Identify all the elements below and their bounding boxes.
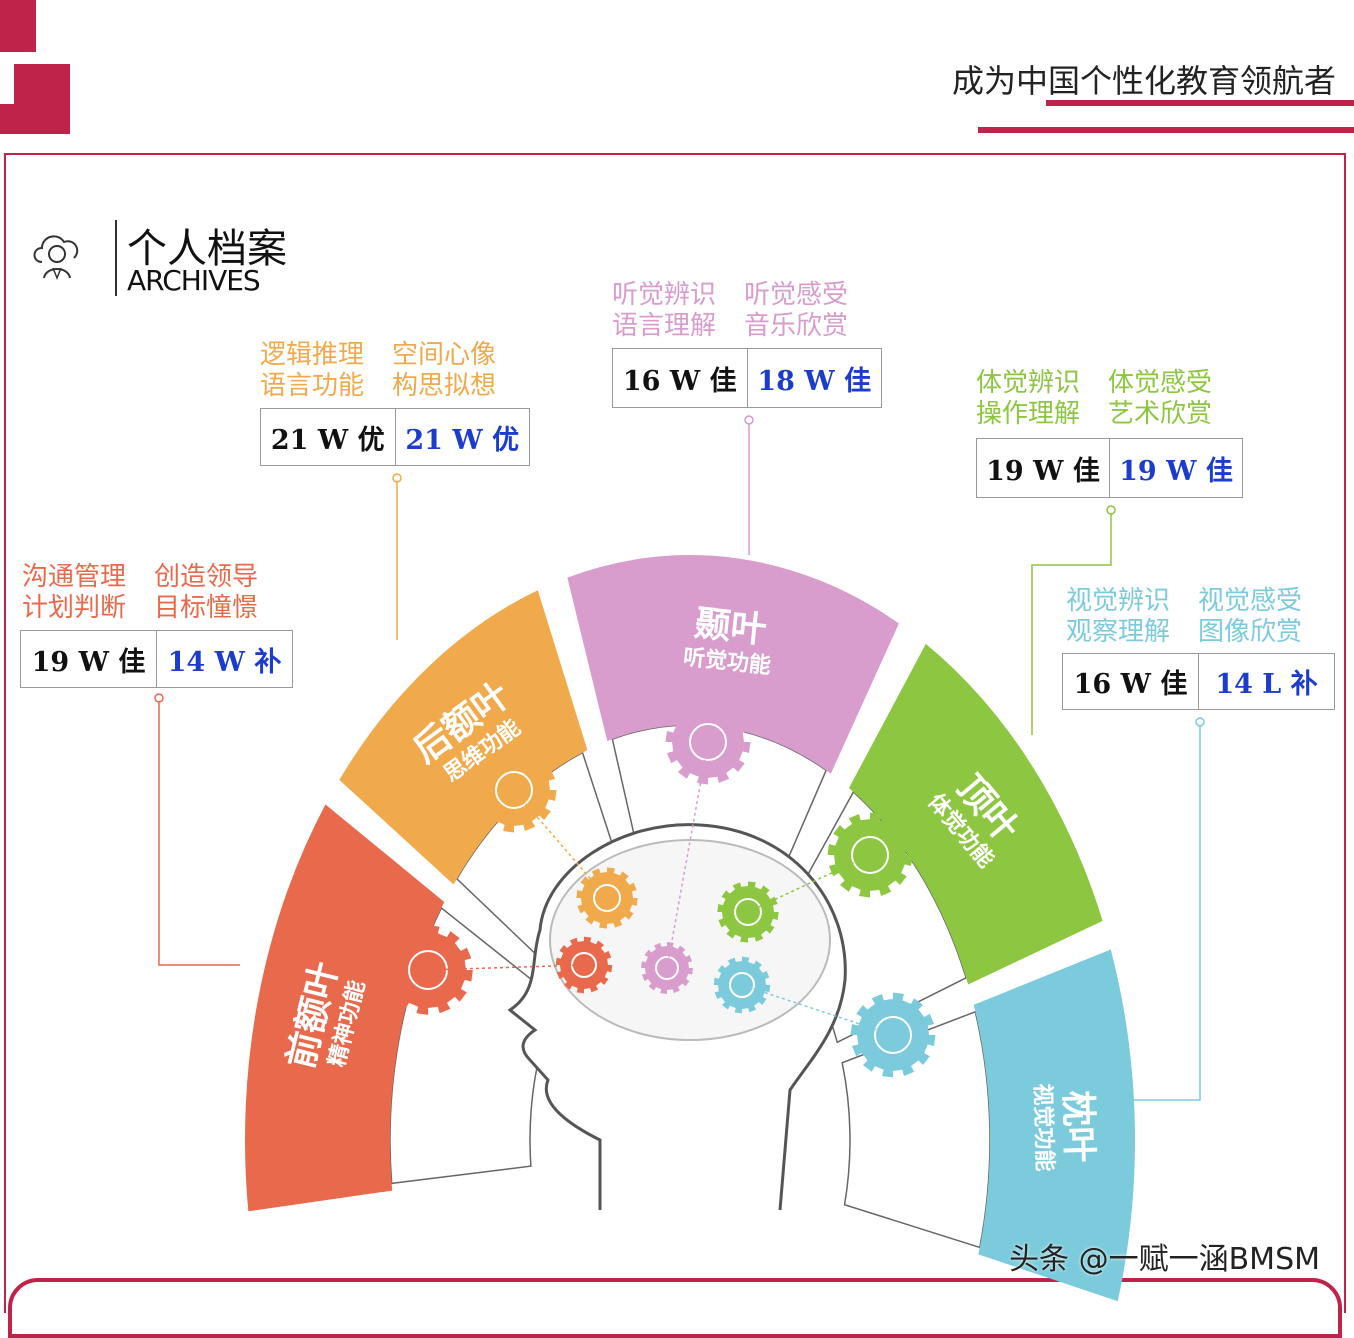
lobe-score-box: 19 W 佳 14 W 补 xyxy=(20,630,293,688)
connector-dot xyxy=(392,473,402,483)
ability-label: 逻辑推理 xyxy=(260,340,365,370)
score-cell: 19 W 佳 xyxy=(31,646,146,678)
connector-dot xyxy=(1106,505,1116,515)
connector-dot xyxy=(1195,717,1205,727)
inner-segment xyxy=(841,1010,991,1249)
dotted-link xyxy=(666,741,709,969)
connector-line xyxy=(158,698,240,966)
brain xyxy=(549,839,831,1041)
content-frame xyxy=(4,153,1346,1313)
ability-label: 目标憧憬 xyxy=(154,593,259,623)
ability-label: 创造领导 xyxy=(154,562,259,592)
slogan-underline-2 xyxy=(978,127,1354,133)
connector-line xyxy=(1031,510,1112,735)
lobe-score-box: 19 W 佳 19 W 佳 xyxy=(976,438,1243,498)
lobe-ability-labels: 逻辑推理语言功能空间心像构思拟想 xyxy=(260,340,496,402)
ability-label-group: 沟通管理计划判断 xyxy=(22,562,126,624)
brain-gear-icon-ring xyxy=(655,956,679,980)
lobe-gear-icon-ring xyxy=(495,771,533,809)
lobe-score-box: 16 W 佳 18 W 佳 xyxy=(612,348,882,408)
ability-label-group: 逻辑推理语言功能 xyxy=(260,340,364,402)
lobe-ability-labels: 体觉辨识操作理解体觉感受艺术欣赏 xyxy=(976,368,1212,430)
ability-label: 体觉感受 xyxy=(1108,368,1213,398)
lobe-gear-icon-ring xyxy=(874,1016,912,1054)
dotted-link xyxy=(741,984,894,1036)
brain-gear-icon-ring xyxy=(729,972,755,998)
score-cell: 21 W 优 xyxy=(394,409,530,465)
ability-label-group: 听觉感受音乐欣赏 xyxy=(744,280,848,342)
lobe-score-box: 21 W 优 21 W 优 xyxy=(260,408,530,466)
score-cell: 21 W 优 xyxy=(270,424,385,456)
lobe-name: 颞叶 xyxy=(693,603,769,651)
ability-label: 计划判断 xyxy=(22,593,127,623)
ability-label-group: 创造领导目标憧憬 xyxy=(154,562,258,624)
ability-label: 观察理解 xyxy=(1066,617,1171,647)
score-cell: 16 W 佳 xyxy=(622,365,737,397)
ability-label: 音乐欣赏 xyxy=(744,311,849,341)
lobe-gear-icon-ring xyxy=(851,836,889,874)
corner-decoration xyxy=(0,0,36,52)
lobe-segment xyxy=(244,804,445,1212)
archive-subtitle: ARCHIVES xyxy=(127,264,261,297)
connector-dot xyxy=(744,415,754,425)
ability-label: 图像欣赏 xyxy=(1198,617,1303,647)
ability-label: 听觉感受 xyxy=(744,280,849,310)
ability-label: 操作理解 xyxy=(976,399,1081,429)
connector-dot xyxy=(154,693,164,703)
ability-label-group: 空间心像构思拟想 xyxy=(392,340,496,402)
corner-decoration-cut xyxy=(0,64,14,104)
ability-label-group: 体觉辨识操作理解 xyxy=(976,368,1080,430)
title-divider xyxy=(115,220,117,296)
ability-label: 艺术欣赏 xyxy=(1108,399,1213,429)
lobe-segment xyxy=(848,643,1103,985)
watermark: 头条 @一赋一涵BMSM xyxy=(1009,1242,1320,1277)
ability-label: 听觉辨识 xyxy=(612,280,717,310)
lobe-ability-labels: 视觉辨识观察理解视觉感受图像欣赏 xyxy=(1066,586,1302,648)
brain-gear-icon-ring xyxy=(734,898,762,926)
ability-label-group: 体觉感受艺术欣赏 xyxy=(1108,368,1212,430)
brain-gear-icon xyxy=(713,956,771,1014)
dotted-link xyxy=(747,854,871,913)
score-cell: 14 L 补 xyxy=(1198,654,1334,709)
ability-label-group: 听觉辨识语言理解 xyxy=(612,280,716,342)
slogan: 成为中国个性化教育领航者 xyxy=(951,62,1336,100)
brain-gear-icon xyxy=(576,867,638,929)
lobe-segment xyxy=(567,555,899,774)
lobe-segment xyxy=(339,590,588,885)
archive-title: 个人档案 xyxy=(127,226,287,272)
ability-label: 空间心像 xyxy=(392,340,497,370)
dotted-link xyxy=(427,964,585,971)
person-cloud-icon xyxy=(33,235,79,281)
lobe-score-box: 16 W 佳 14 L 补 xyxy=(1062,653,1335,710)
ability-label: 语言理解 xyxy=(612,311,717,341)
score-cell: 14 W 补 xyxy=(156,631,292,687)
ability-label: 语言功能 xyxy=(260,371,365,401)
lobe-gear-icon-ring xyxy=(689,723,727,761)
ability-label: 视觉感受 xyxy=(1198,586,1303,616)
ability-label: 视觉辨识 xyxy=(1066,586,1171,616)
score-cell: 16 W 佳 xyxy=(1073,669,1188,700)
brain-gear-icon-ring xyxy=(593,884,621,912)
lobe-ability-labels: 听觉辨识语言理解听觉感受音乐欣赏 xyxy=(612,280,848,342)
score-cell: 19 W 佳 xyxy=(986,455,1100,487)
ability-label: 沟通管理 xyxy=(22,562,127,592)
slogan-underline xyxy=(1046,100,1354,106)
ability-label: 体觉辨识 xyxy=(976,368,1081,398)
score-cell: 18 W 佳 xyxy=(746,349,882,407)
ability-label-group: 视觉辨识观察理解 xyxy=(1066,586,1170,648)
ability-label: 构思拟想 xyxy=(392,371,497,401)
score-cell: 19 W 佳 xyxy=(1109,439,1242,497)
lobe-segment xyxy=(973,949,1135,1302)
lobe-ability-labels: 沟通管理计划判断创造领导目标憧憬 xyxy=(22,562,258,624)
ability-label-group: 视觉感受图像欣赏 xyxy=(1198,586,1302,648)
lobe-name: 枕叶 xyxy=(1056,1090,1099,1163)
lobe-function: 视觉功能 xyxy=(1029,1083,1057,1172)
